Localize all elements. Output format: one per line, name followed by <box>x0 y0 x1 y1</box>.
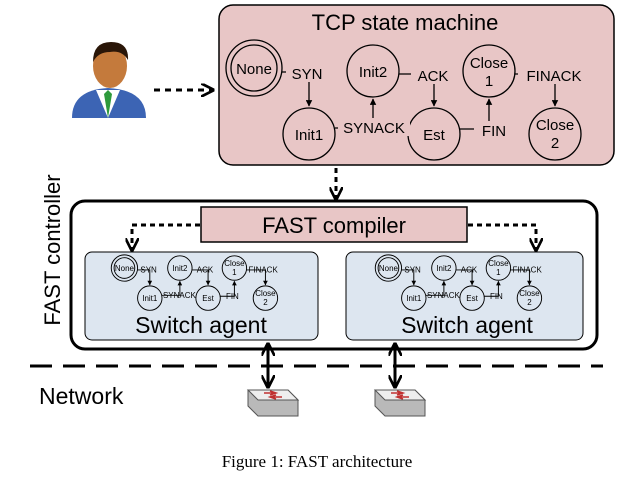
user-head <box>93 44 127 88</box>
mini-state-close2-line2: 2 <box>527 298 532 307</box>
transition-finack-label: FINACK <box>526 68 581 85</box>
tcp-state-machine-box: TCP state machine None Init1 Init2 Est C… <box>218 4 615 166</box>
network-label: Network <box>39 383 124 409</box>
switch-agent-right: None Init1 Init2 Est Close 1 Close 2 SYN… <box>345 251 584 341</box>
transition-syn-label: SYN <box>292 66 323 83</box>
mini-transition-finack: FINACK <box>249 266 279 275</box>
switch-agent-right-label: Switch agent <box>401 312 533 338</box>
switch-agent-right-background <box>345 251 584 341</box>
switch-icon-right <box>373 389 427 417</box>
transition-fin: FIN <box>460 98 514 140</box>
state-none-label: None <box>236 61 272 78</box>
state-init1: Init1 <box>282 107 336 161</box>
state-init2: Init2 <box>346 44 400 98</box>
fast-compiler-background <box>200 206 468 243</box>
switch-agent-left-state-machine: None Init1 Init2 Est Close 1 Close 2 SYN… <box>110 254 279 311</box>
tcp-box-title: TCP state machine <box>312 10 499 35</box>
mini-state-none: None <box>115 264 135 273</box>
switch-agent-left: None Init1 Init2 Est Close 1 Close 2 SYN… <box>84 251 319 341</box>
user-tie <box>104 90 112 118</box>
transition-syn: SYN <box>282 64 328 107</box>
mini-state-none: None <box>379 264 399 273</box>
state-init2-label: Init2 <box>359 64 387 81</box>
transition-synack: SYNACK <box>335 98 410 137</box>
mini-transition-ack: ACK <box>197 266 214 275</box>
transition-synack-label: SYNACK <box>343 120 405 137</box>
switch-agent-right-state-machine: None Init1 Init2 Est Close 1 Close 2 SYN… <box>374 254 543 311</box>
user-hair <box>93 42 129 62</box>
fast-compiler-label: FAST compiler <box>262 213 406 238</box>
transition-finack: FINACK <box>515 66 590 107</box>
mini-state-est: Est <box>202 294 214 303</box>
tcp-box-background <box>218 4 615 166</box>
mini-state-est: Est <box>466 294 478 303</box>
state-close2-label-line2: 2 <box>551 135 559 152</box>
compiler-to-right-agent-arrow <box>468 223 536 250</box>
mini-transition-syn: SYN <box>404 266 421 275</box>
mini-state-close2-line2: 2 <box>263 298 268 307</box>
mini-state-close2-line1: Close <box>255 289 276 298</box>
mini-state-init1: Init1 <box>142 294 158 303</box>
mini-transition-synack: SYNACK <box>427 291 461 300</box>
switch-icon-left <box>246 389 300 417</box>
state-close1: Close 1 <box>462 44 516 98</box>
transition-ack: ACK <box>399 66 455 107</box>
switch-agent-left-background <box>84 251 319 341</box>
mini-state-close1-line2: 1 <box>232 268 237 277</box>
mini-state-close1-line2: 1 <box>496 268 501 277</box>
mini-state-close1-line1: Close <box>488 259 509 268</box>
transition-fin-label: FIN <box>482 123 506 140</box>
mini-state-close1-line1: Close <box>224 259 245 268</box>
mini-transition-fin: FIN <box>490 292 503 301</box>
state-close2-label-line1: Close <box>536 117 574 134</box>
user-icon <box>72 42 146 118</box>
transition-ack-label: ACK <box>418 68 449 85</box>
state-close2: Close 2 <box>528 107 582 161</box>
figure-caption: Figure 1: FAST architecture <box>222 452 413 471</box>
mini-transition-synack: SYNACK <box>163 291 197 300</box>
switch-agent-left-label: Switch agent <box>135 312 267 338</box>
mini-transition-finack: FINACK <box>513 266 543 275</box>
compiler-to-left-agent-arrow <box>132 223 200 250</box>
fast-controller-box <box>69 199 599 351</box>
state-close1-label-line2: 1 <box>485 73 493 90</box>
mini-transition-ack: ACK <box>461 266 478 275</box>
mini-state-close2-line1: Close <box>519 289 540 298</box>
fast-controller-label: FAST controller <box>40 174 65 325</box>
state-close1-label-line1: Close <box>470 55 508 72</box>
mini-transition-syn: SYN <box>140 266 157 275</box>
fast-compiler-box: FAST compiler <box>200 206 468 243</box>
mini-state-init1: Init1 <box>406 294 422 303</box>
state-init1-label: Init1 <box>295 127 323 144</box>
state-none: None <box>225 39 283 97</box>
mini-state-init2: Init2 <box>436 264 452 273</box>
mini-transition-fin: FIN <box>226 292 239 301</box>
state-est-label: Est <box>423 127 446 144</box>
mini-state-init2: Init2 <box>172 264 188 273</box>
